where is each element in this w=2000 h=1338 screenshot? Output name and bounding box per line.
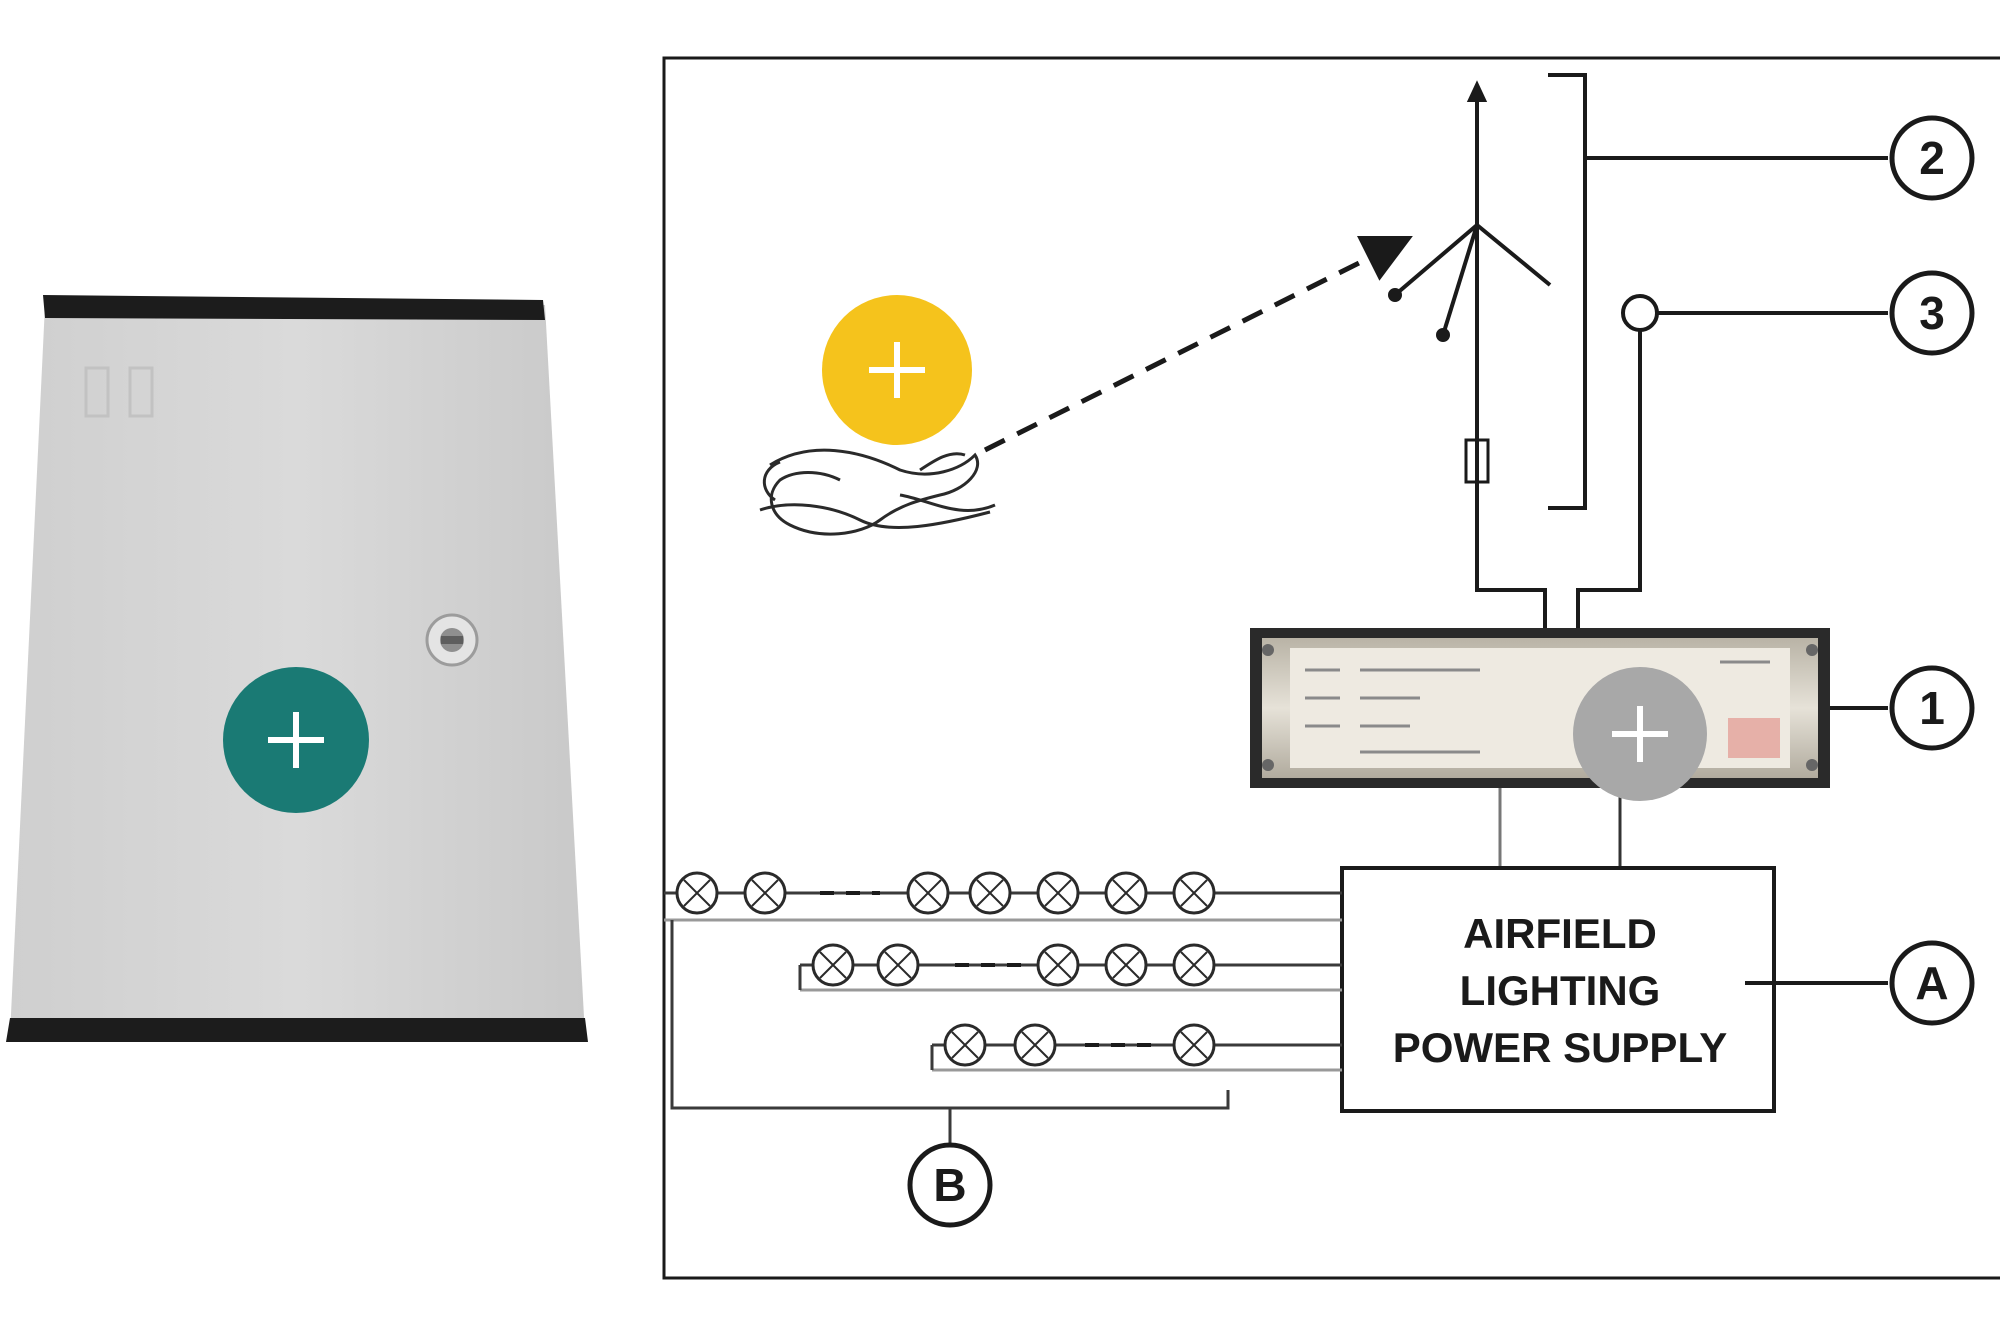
runway-lights [675,871,1216,1067]
circuit-dash-gaps [820,891,1160,1047]
light-sensor-icon [1576,294,1888,628]
light-icon [1172,871,1216,915]
callout-2: 2 [1919,132,1945,184]
light-icon [906,871,950,915]
hotspot-cabinet-button[interactable] [223,667,369,813]
light-icon [968,871,1012,915]
plus-icon [293,712,299,768]
callout-circle-b [907,1142,993,1228]
wind-sensor-cable [1475,490,1547,628]
power-supply-box [1340,866,1776,1113]
plus-icon [1637,706,1643,762]
cabinet-vent-slot [128,366,154,418]
light-circuits [664,891,1342,1143]
callout-circle-3 [1889,270,1975,356]
callout-3: 3 [1919,287,1945,339]
light-icon [1036,871,1080,915]
psu-label-line3: POWER SUPPLY [1393,1024,1728,1071]
hotspot-controller-button[interactable] [1573,667,1707,801]
sensor-bracket [1548,73,1587,510]
cabinet-bottom-trim [6,1018,588,1042]
light-icon [1172,943,1216,987]
plus-icon [894,342,900,398]
callout-b: B [933,1159,966,1211]
light-icon [743,871,787,915]
wind-sensor-icon [1388,80,1552,490]
light-icon [1104,871,1148,915]
cabinet-vent-slot [84,366,110,418]
light-icon [1036,943,1080,987]
controller-unit [1250,628,1830,788]
diagram-frame [662,56,2000,1280]
psu-label-line2: LIGHTING [1460,967,1661,1014]
light-icon [1104,943,1148,987]
light-icon [1013,1023,1057,1067]
callout-1: 1 [1919,682,1945,734]
callout-a: A [1915,957,1948,1009]
light-icon [675,871,719,915]
hotspot-aircraft-button[interactable] [822,295,972,445]
light-icon [943,1023,987,1067]
lock-icon [425,613,479,667]
aircraft-arrow [983,236,1413,453]
callout-circle-2 [1889,115,1975,201]
cabinet-top-trim [43,295,545,320]
callout-circle-a [1889,940,1975,1026]
light-icon [876,943,920,987]
light-icon [1172,1023,1216,1067]
psu-label-line1: AIRFIELD [1463,910,1657,957]
light-icon [811,943,855,987]
aircraft-icon [759,448,996,536]
callout-circle-1 [1889,665,1975,751]
